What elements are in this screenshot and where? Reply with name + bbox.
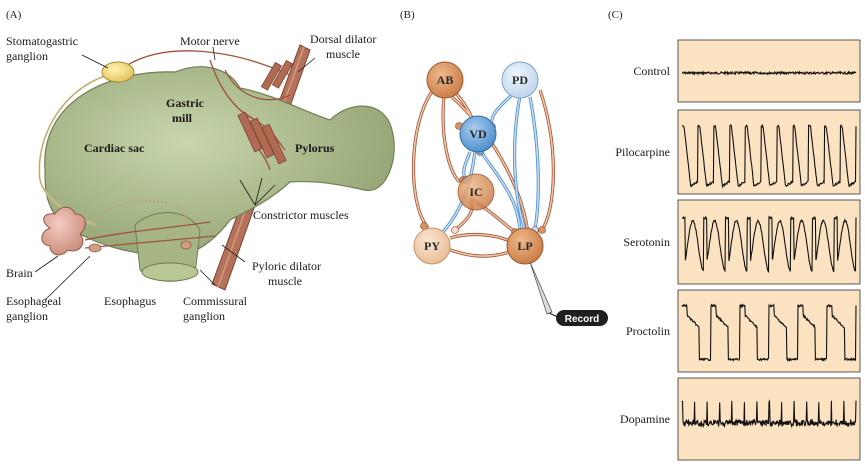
node-ab-label: AB bbox=[437, 73, 454, 87]
node-ab: AB bbox=[426, 61, 464, 99]
label-cardiac-sac: Cardiac sac bbox=[84, 141, 145, 155]
label-stomatogastric-ganglion: ganglion bbox=[6, 49, 48, 63]
nerve-lines bbox=[84, 50, 291, 249]
trace-label: Serotonin bbox=[623, 235, 670, 249]
esophageal-ganglion bbox=[88, 243, 102, 253]
trace-label: Proctolin bbox=[626, 324, 670, 338]
brain bbox=[41, 206, 86, 256]
label-pyloric-dilator: Pyloric dilator bbox=[252, 259, 321, 273]
trace-box bbox=[677, 39, 861, 103]
node-pd-label: PD bbox=[512, 73, 528, 87]
trace-line bbox=[681, 215, 857, 274]
circuit-connections bbox=[411, 83, 555, 258]
commissural-nerve-dotted bbox=[99, 200, 191, 246]
node-lp-label: LP bbox=[517, 239, 532, 253]
record-badge: Record bbox=[556, 310, 608, 326]
trace-label: Dopamine bbox=[620, 412, 670, 426]
label-gastric: Gastric bbox=[166, 96, 205, 110]
node-vd: VD bbox=[459, 115, 497, 153]
label-commissural-ganglion: ganglion bbox=[183, 309, 225, 323]
node-lp: LP bbox=[506, 227, 544, 265]
label-esophageal-ganglion: ganglion bbox=[6, 309, 48, 323]
trace-line bbox=[681, 303, 857, 362]
label-motor-nerve: Motor nerve bbox=[180, 34, 240, 48]
label-constrictor-muscles: Constrictor muscles bbox=[253, 208, 349, 222]
constrictor-muscles bbox=[237, 59, 294, 165]
panel-c-label: (C) bbox=[608, 9, 623, 21]
panel-b-label: (B) bbox=[400, 9, 415, 21]
node-pd: PD bbox=[501, 61, 539, 99]
trace-label: Control bbox=[633, 64, 670, 78]
panel-a-label: (A) bbox=[6, 9, 22, 21]
stomach-illustration bbox=[44, 66, 395, 282]
label-dorsal-dilator: Dorsal dilator bbox=[310, 32, 376, 46]
label-commissural: Commissural bbox=[183, 294, 248, 308]
label-pyloric-dilator-muscle: muscle bbox=[268, 274, 302, 288]
trace-line bbox=[681, 399, 857, 429]
trace-panel: ControlPilocarpineSerotoninProctolinDopa… bbox=[615, 39, 861, 461]
trace-label: Pilocarpine bbox=[615, 145, 670, 159]
commissural-ganglion bbox=[180, 240, 192, 250]
node-py: PY bbox=[413, 227, 451, 265]
label-esophageal: Esophageal bbox=[6, 294, 62, 308]
label-brain: Brain bbox=[6, 266, 33, 280]
node-ic-label: IC bbox=[469, 185, 482, 199]
trace-line bbox=[681, 123, 857, 189]
label-stomatogastric: Stomatogastric bbox=[6, 34, 78, 48]
label-leaders bbox=[34, 46, 316, 301]
record-label: Record bbox=[565, 314, 599, 325]
label-esophagus: Esophagus bbox=[104, 294, 156, 308]
node-py-label: PY bbox=[424, 239, 440, 253]
label-dorsal-dilator-muscle: muscle bbox=[326, 47, 360, 61]
node-ic: IC bbox=[457, 173, 495, 211]
stomatogastric-ganglion bbox=[101, 61, 135, 83]
label-mill: mill bbox=[172, 111, 193, 125]
label-pylorus: Pylorus bbox=[295, 141, 335, 155]
node-vd-label: VD bbox=[469, 127, 487, 141]
recording-electrode bbox=[529, 261, 561, 319]
trace-line bbox=[681, 70, 857, 77]
